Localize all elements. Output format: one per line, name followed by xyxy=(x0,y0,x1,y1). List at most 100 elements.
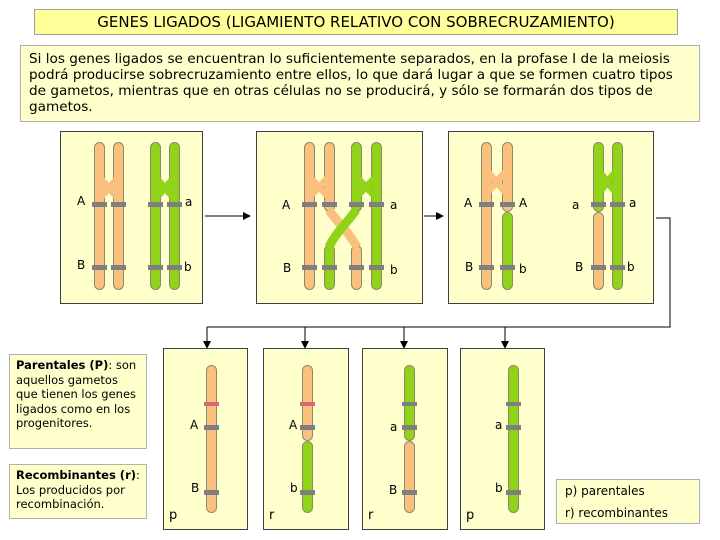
gene-label: b xyxy=(184,260,192,274)
recombinant-note-title: Recombinantes (r) xyxy=(16,468,136,482)
chromatid-orange xyxy=(113,142,124,290)
chromatid-green xyxy=(302,441,313,513)
chromatid-orange xyxy=(481,142,492,290)
chromatid-orange xyxy=(593,212,604,290)
gene-band xyxy=(591,265,606,270)
gene-label: B xyxy=(575,260,584,274)
chromatid-green xyxy=(169,142,180,290)
centromere xyxy=(204,402,219,406)
gene-label: b xyxy=(627,260,635,274)
gene-band xyxy=(479,265,494,270)
gene-band xyxy=(402,425,417,430)
chromatid-green xyxy=(371,142,382,290)
parental-note: Parentales (P): son aquellos gametos que… xyxy=(9,354,147,449)
gene-label: a xyxy=(390,198,398,212)
gene-band xyxy=(148,265,163,270)
gene-band xyxy=(148,202,163,207)
recombinant-note: Recombinantes (r): Los producidos por re… xyxy=(9,464,147,519)
chromatid-orange xyxy=(304,142,315,290)
centromere xyxy=(506,402,521,406)
page-title: GENES LIGADOS (LIGAMIENTO RELATIVO CON S… xyxy=(34,9,678,35)
centromere xyxy=(402,402,417,406)
gene-band xyxy=(302,265,317,270)
chromatid-green xyxy=(508,365,519,513)
gene-label: B xyxy=(191,481,200,495)
gene-band xyxy=(300,490,315,495)
stage-1-panel: A a B b xyxy=(60,131,203,304)
gene-band xyxy=(204,490,219,495)
gamete-type: r xyxy=(368,508,374,523)
gene-label: A xyxy=(282,198,291,212)
gene-band xyxy=(300,425,315,430)
gene-label: A xyxy=(77,194,86,208)
gamete-panel-1: A B p xyxy=(163,348,248,530)
stage-3-panel: A A a a B b B b xyxy=(448,131,654,304)
gene-label: B xyxy=(389,483,398,497)
gamete-panel-3: a B r xyxy=(362,348,448,530)
gene-band xyxy=(506,425,521,430)
chromatid-green xyxy=(502,212,513,290)
gene-band xyxy=(92,202,107,207)
chromatid-orange xyxy=(206,365,217,513)
parental-note-title: Parentales (P) xyxy=(16,358,109,372)
legend: p) parentales r) recombinantes xyxy=(556,479,700,524)
centromere xyxy=(300,402,315,406)
chiasma xyxy=(306,174,379,250)
gene-label: b xyxy=(290,481,298,495)
gamete-type: p xyxy=(466,508,475,523)
gene-label: A xyxy=(464,196,473,210)
gene-label: A xyxy=(190,418,199,432)
gene-band xyxy=(167,202,182,207)
gene-band xyxy=(369,202,384,207)
gene-band xyxy=(322,265,337,270)
gene-label: B xyxy=(77,258,86,272)
gamete-panel-4: a b p xyxy=(460,348,545,530)
gene-band xyxy=(167,265,182,270)
gene-band xyxy=(402,490,417,495)
gene-label: a xyxy=(185,195,193,209)
gene-band xyxy=(92,265,107,270)
gene-band xyxy=(302,202,317,207)
gene-label: a xyxy=(629,196,637,210)
gene-label: a xyxy=(495,418,503,432)
gene-band xyxy=(479,202,494,207)
centromere-links xyxy=(483,167,620,197)
gene-band xyxy=(204,425,219,430)
gene-label: A xyxy=(519,196,528,210)
recombinant-note-text: : Los producidos por recombinación. xyxy=(16,468,140,511)
gene-label: a xyxy=(390,420,398,434)
gene-band xyxy=(111,202,126,207)
legend-parentales: p) parentales xyxy=(565,484,645,498)
legend-recombinantes: r) recombinantes xyxy=(565,506,668,520)
gene-band xyxy=(349,265,364,270)
chromatid-orange xyxy=(94,142,105,290)
gene-band xyxy=(610,265,625,270)
gene-band xyxy=(369,265,384,270)
gene-band xyxy=(591,202,606,207)
gamete-type: p xyxy=(169,508,178,523)
gene-band xyxy=(500,265,515,270)
stage-2-panel: A a B b xyxy=(256,131,423,304)
chromatid-green xyxy=(612,142,623,290)
gene-band xyxy=(111,265,126,270)
gene-label: b xyxy=(390,263,398,277)
chromatid-orange xyxy=(404,441,415,513)
gene-band xyxy=(610,202,625,207)
gene-label: a xyxy=(572,198,580,212)
gene-band xyxy=(322,202,337,207)
chromatid-green xyxy=(150,142,161,290)
parental-note-text: : son aquellos gametos que tienen los ge… xyxy=(16,358,137,430)
gene-label: B xyxy=(283,261,292,275)
gamete-panel-2: A b r xyxy=(263,348,349,530)
gene-label: b xyxy=(495,481,503,495)
gamete-type: r xyxy=(269,508,275,523)
gene-label: B xyxy=(465,260,474,274)
gene-band xyxy=(506,490,521,495)
centromere-links xyxy=(96,174,178,202)
gene-band xyxy=(349,202,364,207)
gene-label: A xyxy=(289,418,298,432)
gene-band xyxy=(500,202,515,207)
intro-text: Si los genes ligados se encuentran lo su… xyxy=(20,45,700,122)
gene-label: b xyxy=(519,262,527,276)
